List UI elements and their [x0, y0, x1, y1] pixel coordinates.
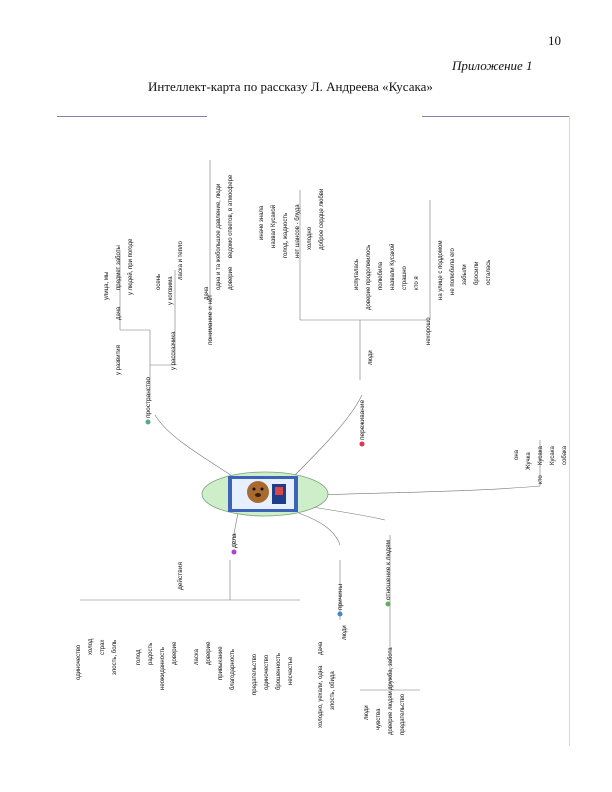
list-item: забыли — [462, 264, 468, 285]
list-item: испугалась — [354, 259, 360, 290]
leaf-label: улица, мы — [104, 272, 110, 300]
person-icon — [385, 601, 391, 607]
list-item: полюбила — [378, 261, 384, 290]
branch-label: пространство — [145, 377, 152, 418]
branch-feelings: переживание люди иначе знала назвал Куса… — [259, 189, 492, 447]
list-item: не полюбила его — [450, 248, 456, 295]
list-item: одиночество — [264, 654, 270, 690]
list-item: осталась — [486, 260, 492, 285]
branch-label: причины — [337, 584, 344, 610]
list-item: голод — [136, 649, 142, 665]
leaf-label: чувства — [376, 708, 382, 730]
leaf-label: дача — [204, 286, 210, 300]
leaf-label: голод, жадность — [283, 213, 289, 258]
heart-icon — [359, 441, 365, 447]
leaf-label: ласка и тепло — [178, 241, 184, 280]
leaf-label: осень — [156, 274, 162, 290]
leaf-label: холодно, уехали, одна — [318, 665, 324, 728]
branch-time: понимание и нет одна и та же дача большо… — [204, 174, 234, 345]
sub-branch-label: у развития — [116, 345, 122, 375]
leaf-label: доброе сердце любви — [319, 189, 325, 250]
branch-space: пространство у развития улица, мы дача п… — [104, 238, 184, 425]
central-node — [201, 471, 329, 517]
leaf-label: люди — [342, 625, 348, 640]
branch-actions: дела действия одиночество холод страх зл… — [76, 533, 294, 695]
leaf-label: у кого — [168, 288, 174, 305]
branch-reason: причины дача люди злость, обида холодно,… — [318, 584, 348, 728]
list-item: одиночество — [76, 644, 82, 680]
sub-branch-label: люди — [368, 350, 374, 365]
branch-label: дела — [231, 533, 238, 548]
leaf-label: дача — [318, 641, 324, 655]
branch-label: понимание и нет — [207, 294, 214, 345]
branch-label: отношение к людям — [385, 539, 392, 600]
flower-icon — [231, 549, 237, 555]
list-item: страх — [100, 640, 106, 655]
list-item: ласка — [194, 648, 200, 665]
leaf-label: Кусака — [538, 445, 544, 465]
leaf-label: иначе знала — [259, 205, 265, 240]
leaf-label: Кусака — [550, 445, 556, 465]
leaf-label: одна и та же — [216, 254, 222, 290]
list-item: доверие — [172, 641, 178, 665]
leaf-label: большое давление, люди — [216, 184, 222, 255]
sub-branch-label: у рассказчика — [171, 331, 177, 370]
leaf-label: Жучка — [526, 452, 532, 470]
list-item: благодарность — [230, 649, 236, 690]
leaf-label: доверие — [228, 266, 234, 290]
list-item: брошенность — [276, 653, 282, 690]
leaf-label: злость, обида — [330, 671, 336, 710]
list-item: бросили — [474, 262, 480, 285]
branch-label: переживание — [359, 400, 366, 440]
list-item: на улице с поддомом — [438, 241, 444, 300]
appendix-label: Приложение 1 — [452, 58, 533, 73]
leaf-label: предательство — [400, 693, 406, 735]
list-item: доверие продолжилось — [366, 245, 372, 310]
list-item: несчастье — [288, 656, 294, 685]
dog-illustration-icon — [228, 476, 298, 512]
frame-border-right — [569, 116, 570, 746]
leaf-label: назвал Кусакой — [270, 205, 277, 248]
list-item: холод — [88, 638, 94, 655]
branch-character: отношение к людям дружба, забота люди чу… — [364, 539, 406, 735]
sub-branch-label: дружба, забота — [388, 647, 394, 690]
frame-border-top-right — [422, 116, 570, 117]
list-item: доверие — [206, 641, 212, 665]
leaf-label: доверие людям — [388, 691, 394, 735]
list-item: радость — [148, 643, 154, 665]
list-item: предательство — [252, 653, 258, 695]
leaf-label: нет шансов - блуда — [295, 204, 301, 258]
leaf-label: собака — [562, 445, 568, 465]
leaf-label: ведомо ответов, в атмосфере — [228, 174, 234, 258]
list-item: назвали Кусакой — [389, 244, 396, 290]
leaf-label: люди — [364, 705, 370, 720]
leaf-label: дача — [116, 306, 122, 320]
sub-branch-label: действия — [176, 562, 184, 590]
list-item: привыкание — [218, 646, 224, 680]
branch-label: кто — [538, 475, 544, 484]
globe-icon — [145, 419, 151, 425]
leaf-label: зима — [168, 276, 174, 290]
list-item: кто я — [414, 276, 420, 290]
list-item: злость, боль — [112, 640, 118, 675]
list-item: неожиданность — [160, 647, 166, 690]
leaf-label: она — [514, 449, 520, 460]
list-item: нехорошо — [426, 317, 432, 345]
frame-border-top-left — [57, 116, 207, 117]
leaf-label: предмет заботы — [116, 245, 122, 290]
leaf-label: холодно — [307, 226, 313, 250]
list-item: страшно — [402, 265, 408, 290]
document-title: Интеллект-карта по рассказу Л. Андреева … — [148, 79, 433, 94]
info-icon — [337, 611, 343, 617]
page-number: 10 — [548, 33, 561, 48]
branch-hero: кто она Жучка Кусака Кусака собака — [514, 445, 568, 484]
leaf-label: у людей, при погоде — [127, 238, 134, 295]
